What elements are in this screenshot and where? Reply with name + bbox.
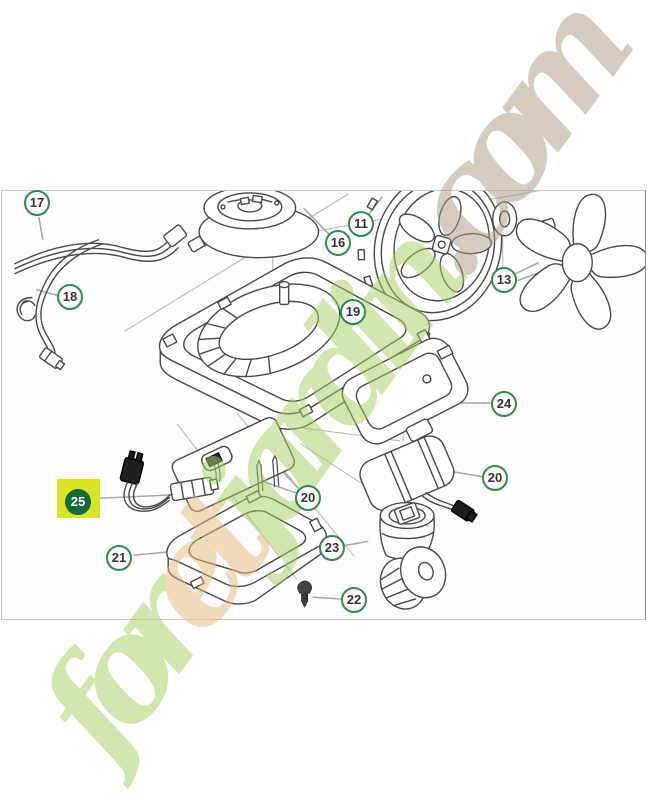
part-label-24: 24 [491, 391, 517, 417]
part-label-22: 22 [341, 587, 367, 613]
parts-diagram-image [1, 190, 646, 620]
part-18-cable [16, 239, 104, 371]
part-label-20-left: 20 [295, 485, 321, 511]
part-label-16: 16 [325, 230, 351, 256]
part-22-screw [297, 580, 313, 608]
part-20-battery-right [359, 435, 478, 523]
leader-lines [35, 196, 542, 600]
part-11-wheel [357, 191, 503, 340]
part-16-motor-assembly [198, 191, 320, 259]
part-24-cover [341, 337, 469, 445]
part-label-23: 23 [319, 535, 345, 561]
parts-line-art [14, 191, 645, 610]
part-23-caster [379, 501, 447, 610]
part-20-battery-left [171, 416, 296, 513]
part-label-11: 11 [348, 211, 374, 237]
part-label-19: 19 [340, 299, 366, 325]
part-label-17: 17 [24, 190, 50, 216]
part-21-tray [166, 490, 327, 605]
part-label-20-right: 20 [482, 465, 508, 491]
part-label-25-highlighted: 25 [65, 489, 91, 515]
part-label-18: 18 [57, 284, 83, 310]
part-25-wiring-harness [119, 450, 219, 512]
part-label-13: 13 [491, 267, 517, 293]
part-label-21: 21 [106, 545, 132, 571]
part-13-hubcap [515, 193, 645, 330]
